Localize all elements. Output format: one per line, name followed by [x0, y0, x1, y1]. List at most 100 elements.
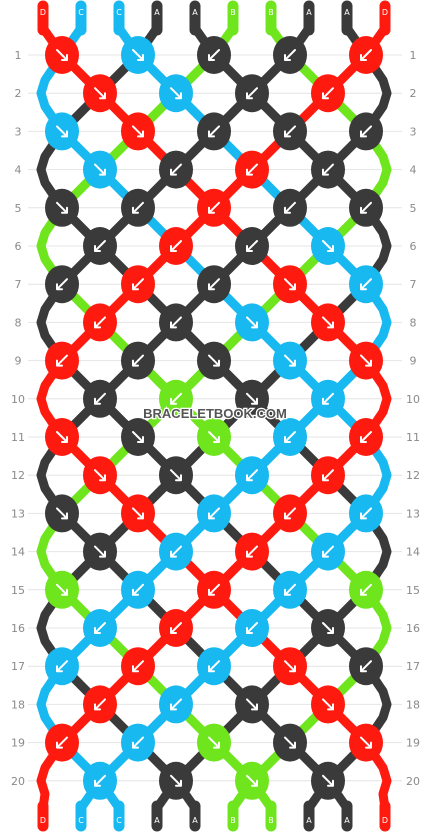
strand-letter: A: [192, 816, 198, 825]
arrow-down-right-icon: [94, 163, 106, 176]
knot: [349, 647, 383, 686]
row-number: 15: [11, 584, 25, 597]
arrow-down-right-icon: [132, 507, 144, 520]
knot: [349, 265, 383, 304]
arrow-down-left-icon: [208, 660, 220, 673]
arrow-down-left-icon: [208, 125, 220, 138]
row-number: 5: [15, 202, 22, 215]
strand-letter: C: [78, 8, 84, 17]
row-number: 16: [406, 622, 420, 635]
watermark-text: BRACELETBOOK.COM: [143, 406, 287, 421]
row-number: 20: [11, 775, 25, 788]
arrow-down-left-icon: [132, 736, 144, 749]
row-number: 12: [406, 469, 420, 482]
strand-letter: C: [78, 816, 84, 825]
row-number: 19: [406, 737, 420, 750]
arrow-down-right-icon: [94, 87, 106, 100]
row-number: 20: [406, 775, 420, 788]
strand-letter: D: [382, 816, 388, 825]
knot: [121, 36, 155, 74]
row-number: 4: [15, 164, 22, 177]
arrow-down-left-icon: [360, 583, 372, 596]
knot: [311, 532, 345, 571]
knot: [235, 456, 269, 495]
knot: [83, 227, 117, 265]
knot: [273, 418, 307, 456]
knot: [197, 723, 231, 762]
arrow-down-right-icon: [56, 201, 68, 214]
strand-letter: D: [382, 8, 388, 17]
row-number: 1: [15, 49, 22, 62]
arrow-down-left-icon: [208, 49, 220, 61]
knot: [197, 647, 231, 686]
row-number: 6: [15, 240, 22, 253]
arrow-down-left-icon: [360, 431, 372, 443]
arrow-down-left-icon: [360, 201, 372, 214]
arrow-down-right-icon: [56, 431, 68, 443]
knot: [349, 36, 383, 74]
strand-letter: A: [306, 816, 312, 825]
arrow-down-right-icon: [132, 431, 144, 443]
arrow-down-left-icon: [360, 278, 372, 291]
strand-letter: D: [40, 816, 46, 825]
row-number: 12: [11, 469, 25, 482]
row-number: 10: [406, 393, 420, 406]
knot: [197, 341, 231, 380]
arrow-down-left-icon: [170, 240, 182, 252]
knot: [159, 227, 193, 265]
arrow-down-left-icon: [132, 354, 144, 367]
knot: [121, 494, 155, 533]
knot: [159, 303, 193, 342]
arrow-down-left-icon: [322, 392, 334, 405]
strand-letter: B: [268, 816, 274, 825]
strand-letter: B: [230, 816, 236, 825]
knot: [273, 36, 307, 74]
row-number: 7: [15, 278, 22, 291]
row-number: 3: [15, 125, 22, 138]
row-number: 13: [406, 507, 420, 520]
arrow-down-left-icon: [94, 240, 106, 252]
arrow-down-right-icon: [132, 49, 144, 61]
arrow-down-right-icon: [246, 392, 258, 405]
arrow-down-left-icon: [94, 622, 106, 634]
knot: [311, 227, 345, 265]
arrow-down-right-icon: [56, 49, 68, 61]
arrow-down-left-icon: [94, 316, 106, 329]
knot: [311, 150, 345, 189]
strand-letter: B: [268, 8, 274, 17]
arrow-down-left-icon: [284, 125, 296, 138]
row-number: 3: [410, 125, 417, 138]
strand-letter: C: [116, 8, 122, 17]
knot: [311, 303, 345, 342]
knot: [311, 609, 345, 647]
knot: [83, 532, 117, 571]
knot: [45, 418, 79, 456]
arrow-down-left-icon: [284, 201, 296, 214]
knot: [121, 647, 155, 686]
row-number: 16: [11, 622, 25, 635]
knot: [45, 494, 79, 533]
arrow-down-left-icon: [56, 278, 68, 291]
arrow-down-left-icon: [322, 87, 334, 100]
arrow-down-right-icon: [360, 354, 372, 367]
knot: [45, 341, 79, 380]
knot: [159, 150, 193, 189]
arrow-down-right-icon: [170, 469, 182, 482]
knot: [349, 494, 383, 533]
knot: [235, 150, 269, 189]
arrow-down-left-icon: [246, 545, 258, 558]
knot: [349, 112, 383, 151]
row-number: 9: [410, 355, 417, 368]
knot: [311, 761, 345, 800]
knot: [311, 74, 345, 113]
row-number: 19: [11, 737, 25, 750]
row-number: 14: [406, 546, 420, 559]
watermark: BRACELETBOOK.COM: [142, 405, 288, 423]
knot: [273, 647, 307, 686]
knot: [235, 685, 269, 724]
arrow-down-left-icon: [322, 545, 334, 558]
arrow-down-left-icon: [170, 392, 182, 405]
arrow-down-right-icon: [284, 736, 296, 749]
strand-letter: A: [306, 8, 312, 17]
row-number: 13: [11, 507, 25, 520]
